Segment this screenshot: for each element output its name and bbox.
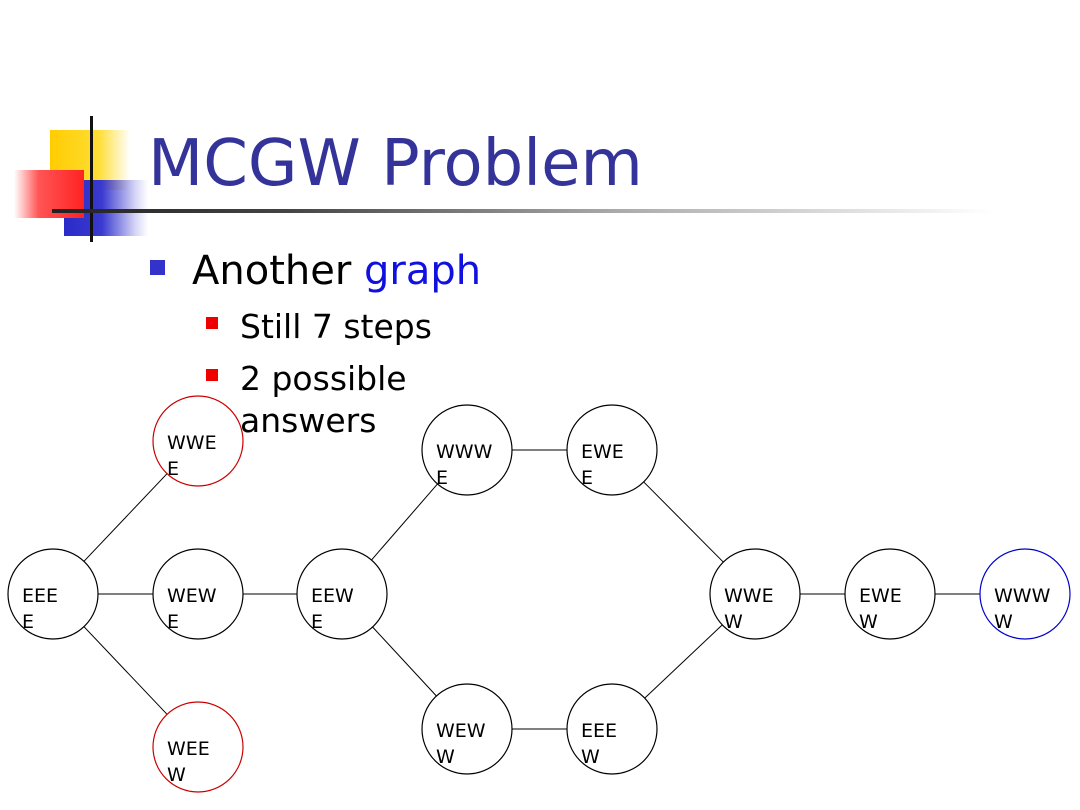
node-label: WWE W [724, 585, 774, 633]
edge-n5-n6 [371, 483, 438, 561]
node-label-line1: EWE [859, 585, 902, 607]
node-circle [566, 404, 658, 496]
title-underline [52, 209, 992, 213]
ornament-vertical-line [90, 116, 93, 242]
node-circle [979, 548, 1071, 640]
node-label-line2: E [22, 611, 34, 633]
node-circle [566, 683, 658, 775]
state-node-wwwe: WWW E [421, 404, 513, 496]
node-label: EWE W [859, 585, 902, 633]
node-circle [421, 683, 513, 775]
node-circle [709, 548, 801, 640]
node-label: WWW E [436, 441, 493, 489]
state-node-ewee: EWE E [566, 404, 658, 496]
node-label-line1: WWE [167, 432, 217, 454]
node-label: WWE E [167, 432, 217, 480]
state-node-wwee: WWE E [152, 395, 244, 487]
state-node-weew: WEE W [152, 701, 244, 793]
node-label: WEE W [167, 738, 210, 786]
node-circle [296, 548, 388, 640]
edge-n7-n10 [643, 481, 724, 563]
node-label-line2: W [581, 746, 600, 768]
bullet-text-plain: Another [192, 248, 364, 294]
node-label-line1: WWE [724, 585, 774, 607]
edge-n5-n8 [372, 626, 437, 697]
node-label-line1: WWW [436, 441, 493, 463]
slide-title: MCGW Problem [148, 127, 643, 201]
node-circle [421, 404, 513, 496]
node-circle [844, 548, 936, 640]
edge-n1-n4 [83, 626, 168, 715]
node-label-line1: WEW [167, 585, 217, 607]
node-circle [152, 395, 244, 487]
sub-bullet-text: 2 possible answers [240, 359, 407, 440]
node-label: WEW E [167, 585, 217, 633]
node-label-line2: W [859, 611, 878, 633]
node-label-line1: EEW [311, 585, 354, 607]
node-label: EEW E [311, 585, 354, 633]
node-label: EWE E [581, 441, 624, 489]
edge-n9-n10 [644, 624, 723, 699]
node-label-line2: W [994, 611, 1013, 633]
node-label-line1: WEE [167, 738, 210, 760]
node-label: EEE W [581, 720, 617, 768]
node-label-line1: EEE [22, 585, 58, 607]
node-label-line2: E [167, 611, 179, 633]
node-label-line2: E [581, 467, 593, 489]
sub-bullet-square-icon [206, 317, 218, 329]
edge-n1-n2 [83, 473, 168, 562]
state-node-eewe: EEW E [296, 548, 388, 640]
node-label-line2: E [311, 611, 323, 633]
node-label-line1: WEW [436, 720, 486, 742]
sub-bullet-text: Still 7 steps [240, 307, 432, 346]
node-label-line1: EWE [581, 441, 624, 463]
state-node-wewe: WEW E [152, 548, 244, 640]
node-label-line2: W [436, 746, 455, 768]
bullet-text-highlight: graph [364, 248, 482, 294]
node-label: WEW W [436, 720, 486, 768]
node-circle [152, 548, 244, 640]
node-circle [152, 701, 244, 793]
state-node-weww: WEW W [421, 683, 513, 775]
bullet-text: Another graph [192, 246, 481, 296]
state-node-wwew: WWE W [709, 548, 801, 640]
node-label-line1: EEE [581, 720, 617, 742]
state-node-eeew: EEE W [566, 683, 658, 775]
node-label-line2: E [167, 458, 179, 480]
state-node-ewew: EWE W [844, 548, 936, 640]
node-label-line2: W [167, 764, 186, 786]
node-label-line1: WWW [994, 585, 1051, 607]
node-label-line2: E [436, 467, 448, 489]
node-circle [7, 548, 99, 640]
bullet-square-icon [150, 260, 165, 275]
sub-bullet-square-icon [206, 369, 218, 381]
node-label-line2: W [724, 611, 743, 633]
